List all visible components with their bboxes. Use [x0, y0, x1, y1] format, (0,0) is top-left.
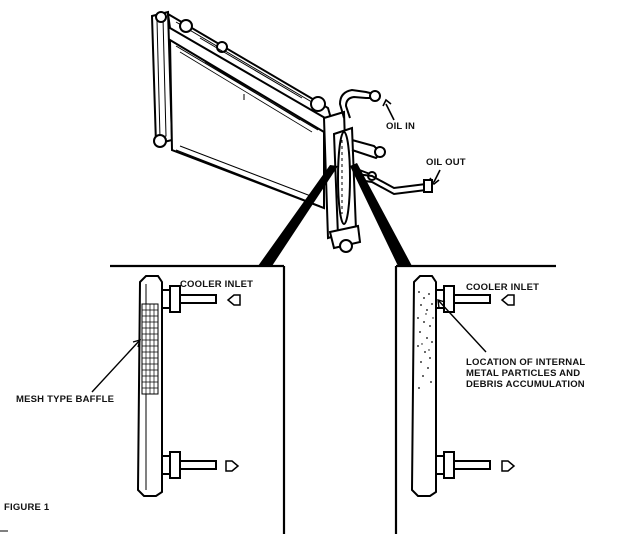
debris-location-label: LOCATION OF INTERNAL METAL PARTICLES AND…	[466, 357, 585, 390]
inlet-arrow-right	[500, 294, 515, 306]
oil-out-label: OIL OUT	[426, 157, 466, 168]
oil-in-arrow	[382, 98, 395, 121]
outlet-arrow-right	[501, 460, 516, 472]
figure-caption: FIGURE 1	[4, 502, 50, 513]
callout-wedge-left	[258, 165, 338, 266]
left-tank-detail	[136, 275, 217, 497]
mesh-baffle-leader	[91, 339, 141, 393]
debris-label-line-2: METAL PARTICLES AND	[466, 368, 581, 379]
debris-label-line-1: LOCATION OF INTERNAL	[466, 357, 586, 368]
outlet-arrow-left	[225, 460, 240, 472]
callout-wedge-right	[350, 163, 412, 266]
debris-leader	[437, 299, 487, 353]
panel-frames	[110, 264, 556, 534]
inlet-arrow-left	[226, 294, 241, 306]
radiator	[150, 10, 386, 253]
mesh-baffle-label: MESH TYPE BAFFLE	[16, 394, 115, 405]
debris-label-line-3: DEBRIS ACCUMULATION	[466, 379, 585, 390]
oil-out-arrow	[429, 169, 441, 186]
oil-lines	[338, 88, 433, 196]
cooler-inlet-label-left: COOLER INLET	[180, 279, 254, 290]
debris-particles	[417, 291, 434, 389]
oil-in-label: OIL IN	[386, 121, 415, 132]
right-tank-detail	[410, 275, 491, 497]
cooler-inlet-label-right: COOLER INLET	[466, 282, 540, 293]
